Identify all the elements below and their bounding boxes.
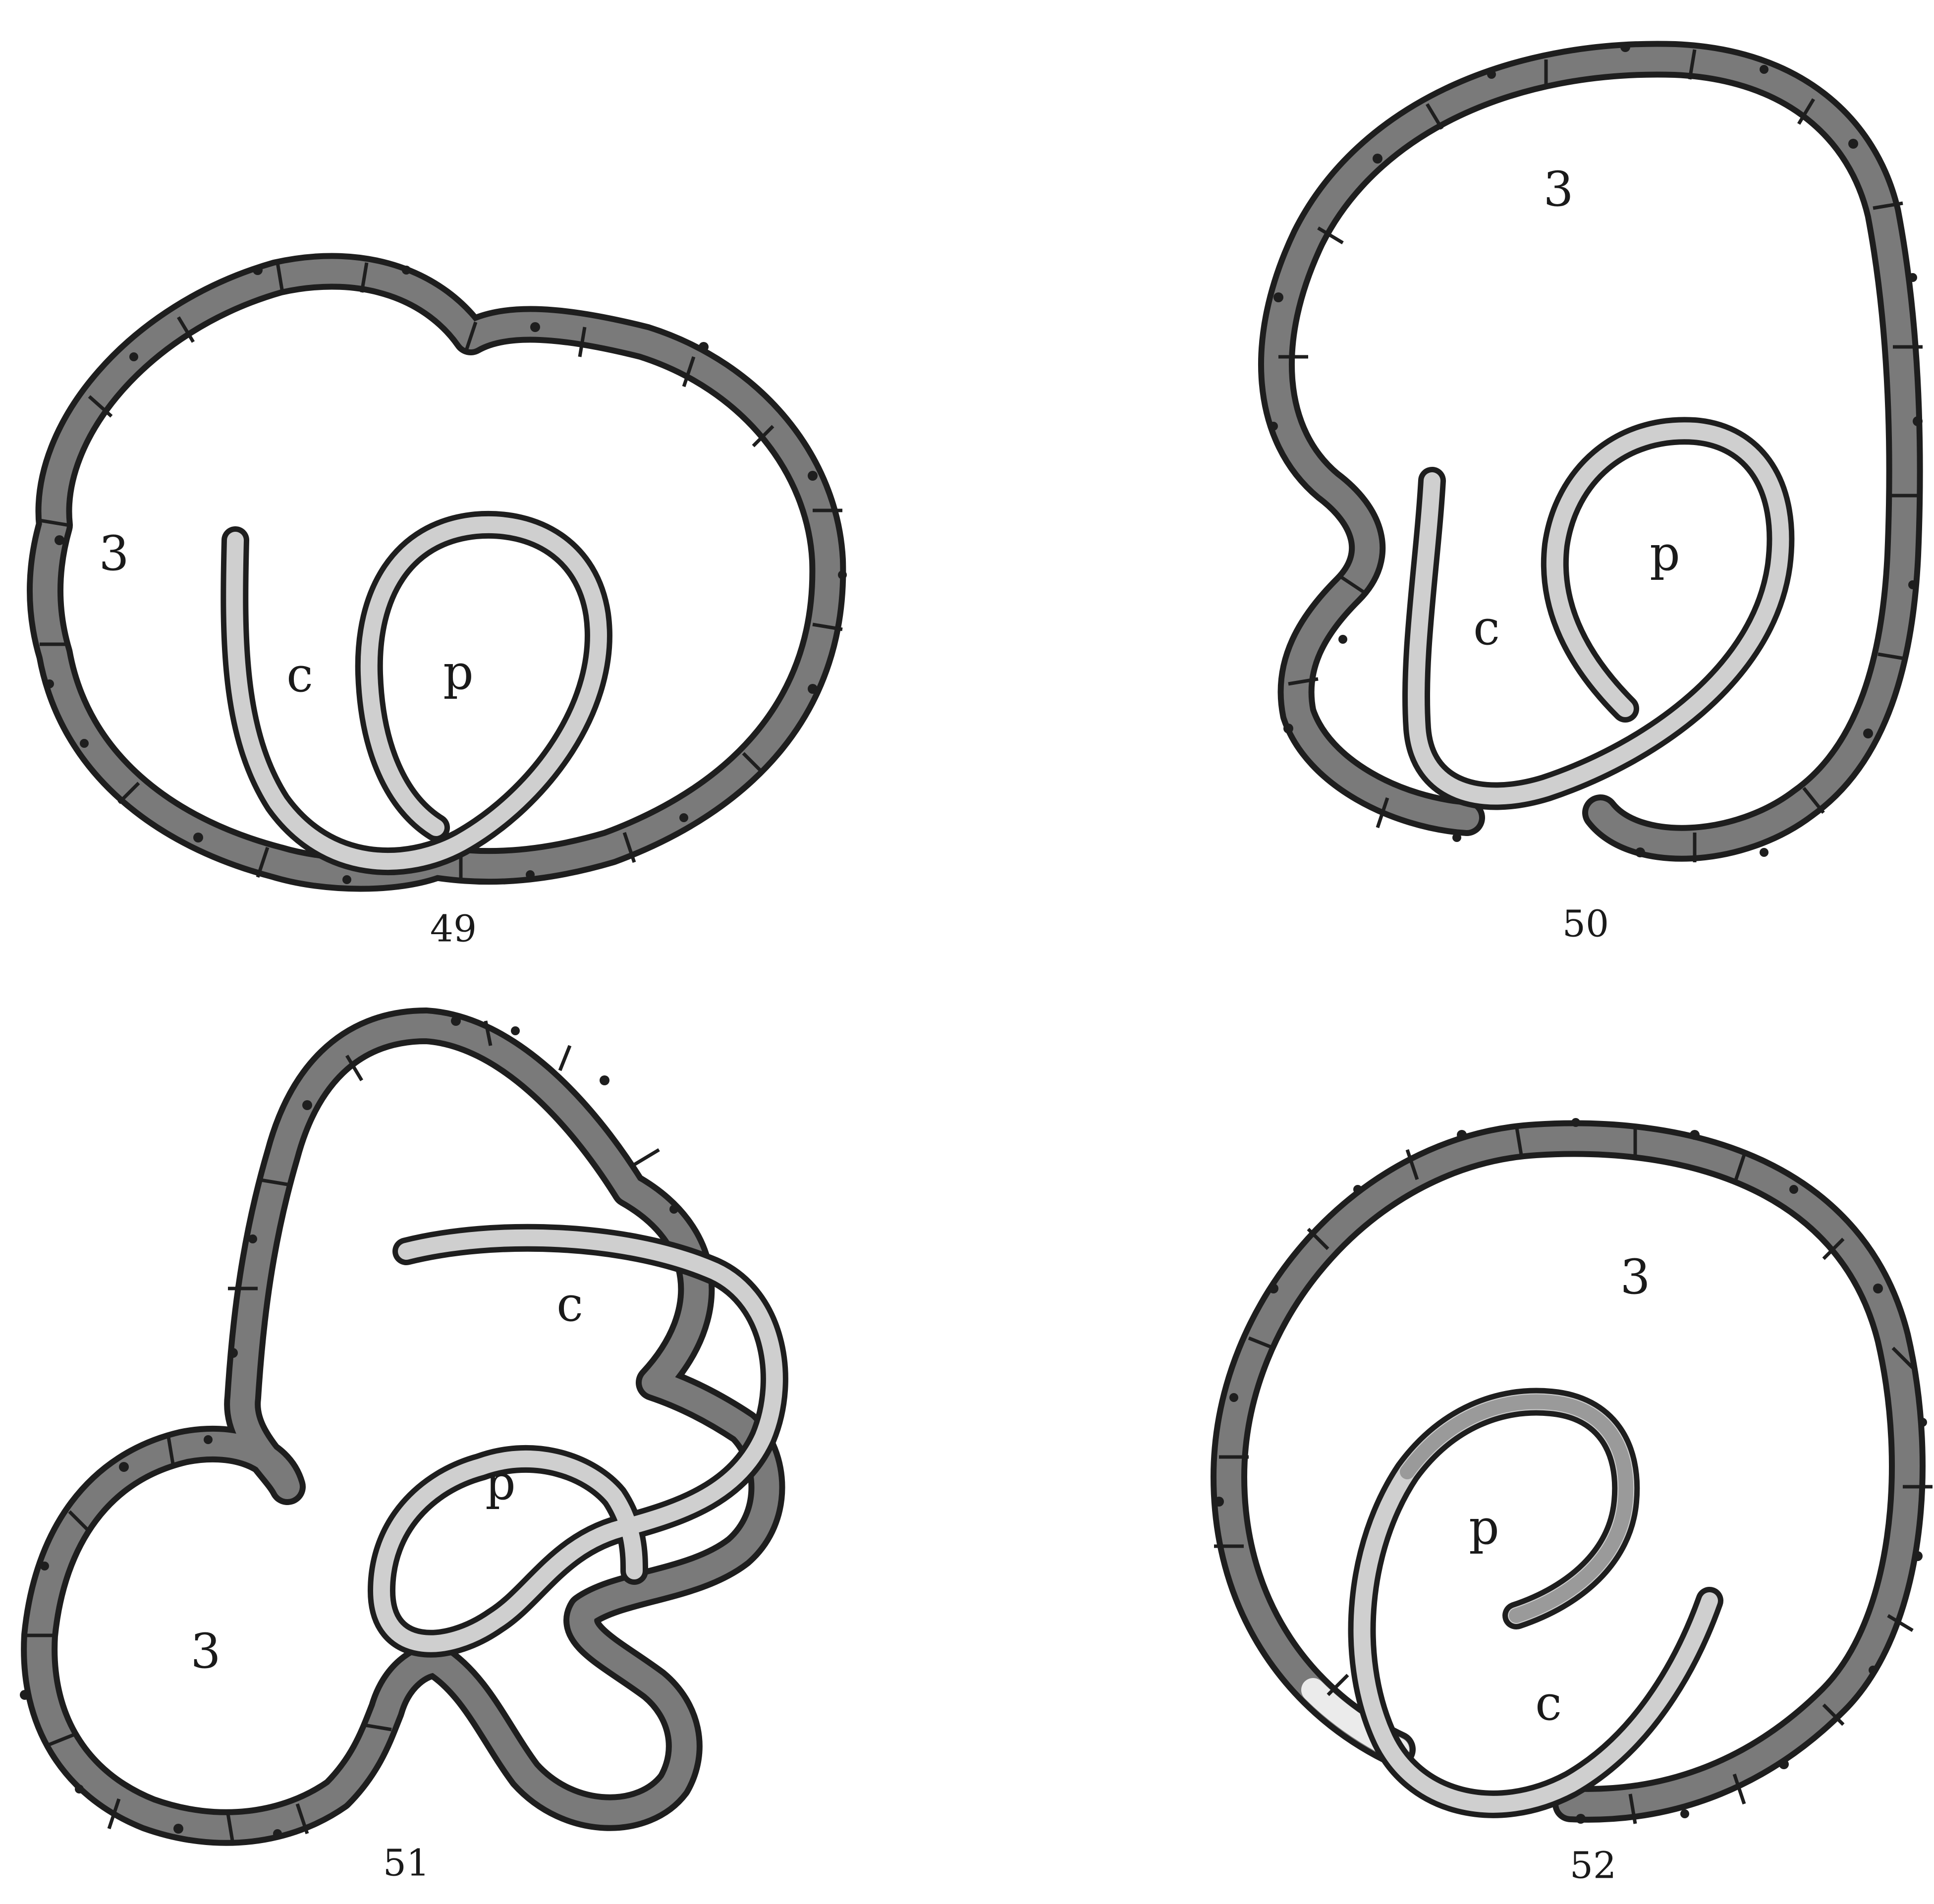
figure-51-number: 51 (383, 1842, 430, 1884)
figure-51-shell (20, 1016, 767, 1844)
figure-51-label-outer: 3 (190, 1624, 221, 1679)
figure-52-label-outer: 3 (1620, 1249, 1650, 1305)
figure-49-label-outer: 3 (99, 526, 129, 581)
figure-49-label-coil: c (286, 647, 313, 703)
figure-50: 3 c p 50 (1269, 42, 1923, 945)
figure-51: 3 c p 51 (20, 1016, 774, 1884)
figure-49: 3 c p 49 (40, 263, 847, 950)
figure-52-label-loop: p (1469, 1500, 1499, 1555)
figure-50-label-loop: p (1650, 526, 1680, 581)
figure-50-coil-thread (1416, 431, 1780, 796)
figure-52: 3 c p 52 (1214, 1118, 1933, 1887)
figure-50-number: 50 (1562, 902, 1609, 945)
figure-49-shell (40, 263, 847, 884)
figure-52-number: 52 (1570, 1844, 1616, 1887)
figure-50-label-outer: 3 (1543, 162, 1573, 217)
figure-52-shell (1214, 1118, 1933, 1824)
figure-49-label-loop: p (443, 645, 473, 700)
figure-50-label-coil: c (1473, 600, 1500, 656)
figure-51-label-loop: p (485, 1455, 515, 1511)
figure-49-number: 49 (430, 907, 477, 950)
figure-52-label-coil: c (1535, 1676, 1562, 1731)
figure-51-label-coil: c (556, 1277, 583, 1332)
